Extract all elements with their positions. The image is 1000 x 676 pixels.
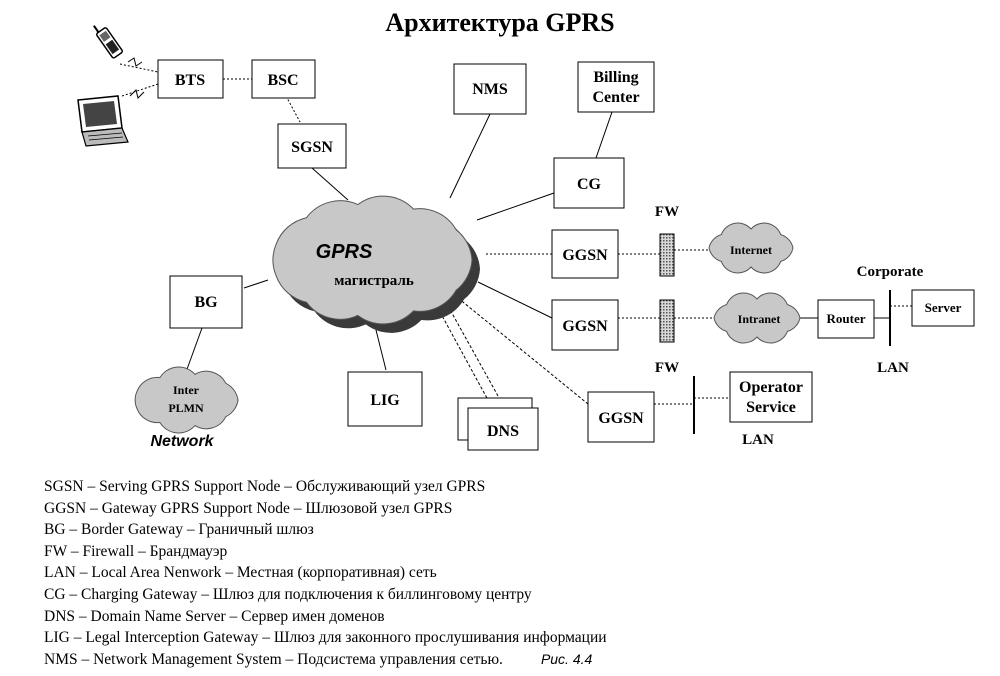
corporate-lan-label: LAN	[877, 360, 909, 376]
operator-label-line1: Operator	[739, 379, 803, 396]
legend-item-lig: LIG – Legal Interception Gateway – Шлюз …	[44, 629, 607, 647]
plmn-label-line3: Network	[150, 433, 214, 450]
bg-label: BG	[194, 294, 218, 311]
node-labels: BTS BSC SGSN NMS Billing Center CG GGSN …	[175, 69, 962, 440]
sgsn-label: SGSN	[291, 139, 333, 156]
dns-box	[467, 407, 539, 451]
billing-label-line1: Billing	[593, 69, 638, 86]
link-bsc-sgsn	[285, 95, 301, 123]
legend-item-fw: FW – Firewall – Брандмауэр	[44, 542, 228, 560]
page-title: Архитектура GPRS	[385, 8, 615, 37]
bg-box	[169, 275, 243, 329]
link-cg-backbone	[476, 192, 555, 221]
link-backbone-lig	[375, 329, 387, 371]
link-billing-cg	[595, 111, 613, 159]
legend-item-nms: NMS – Network Management System – Подсис…	[44, 649, 984, 671]
backbone-label-line2: магистраль	[334, 273, 414, 289]
connections	[119, 63, 912, 405]
operator-service-box	[729, 371, 813, 423]
billing-center-box	[577, 61, 655, 113]
firewall-top-icon	[659, 233, 675, 277]
plmn-label-line2: PLMN	[168, 401, 204, 415]
nodes	[157, 59, 975, 451]
cg-box	[553, 157, 625, 209]
legend-item-lan: LAN – Local Area Nenwork – Местная (корп…	[44, 564, 437, 582]
clouds	[134, 195, 801, 434]
wireless-laptop-bts	[121, 83, 159, 97]
lig-label: LIG	[370, 392, 400, 409]
router-box	[817, 299, 875, 339]
nms-box	[453, 63, 527, 115]
wireless-signal-icons	[127, 57, 145, 99]
lig-box	[347, 371, 423, 427]
bsc-label: BSC	[267, 72, 298, 89]
server-box	[911, 289, 975, 327]
link-ggsn2-backbone	[477, 281, 553, 319]
wireless-phone-bts	[119, 63, 159, 73]
legend-item-sgsn: SGSN – Serving GPRS Support Node – Обслу…	[44, 478, 486, 495]
firewall-bottom-icon	[659, 299, 675, 343]
ggsn-2-label: GGSN	[562, 318, 608, 335]
billing-label-line2: Center	[592, 89, 639, 106]
link-nms-backbone	[449, 113, 491, 199]
operator-label-line2: Service	[746, 399, 796, 416]
bsc-box	[251, 59, 316, 99]
plmn-label-line1: Inter	[173, 383, 200, 397]
link-backbone-bg	[243, 279, 269, 289]
ggsn-2-box	[551, 299, 619, 351]
misc-labels: FW FW Corporate LAN LAN	[655, 204, 924, 448]
nms-label: NMS	[472, 81, 508, 98]
inter-plmn-cloud	[134, 366, 239, 434]
server-label: Server	[925, 300, 962, 315]
legend-item-bg: BG – Border Gateway – Граничный шлюз	[44, 521, 314, 539]
legend-item-dns: DNS – Domain Name Server – Сервер имен д…	[44, 607, 385, 625]
cg-label: CG	[577, 176, 602, 193]
internet-cloud	[708, 222, 794, 274]
link-bg-plmn	[185, 327, 203, 373]
link-backbone-dns-a	[447, 305, 499, 397]
cloud-labels: GPRS магистраль Internet Intranet Inter …	[150, 241, 780, 450]
fw-top-label: FW	[655, 204, 679, 220]
bts-box	[157, 59, 224, 99]
laptop-icon	[77, 95, 129, 147]
link-sgsn-backbone	[311, 167, 349, 201]
legend: SGSN – Serving GPRS Support Node – Обслу…	[44, 476, 984, 670]
legend-item-cg: CG – Charging Gateway – Шлюз для подключ…	[44, 585, 532, 603]
ggsn-1-box	[551, 229, 619, 279]
intranet-cloud	[713, 292, 801, 344]
legend-item-nms-text: NMS – Network Management System – Подсис…	[44, 650, 503, 668]
corporate-label: Corporate	[857, 264, 924, 280]
gprs-backbone-cloud	[272, 195, 473, 325]
internet-label: Internet	[730, 243, 772, 257]
dns-label: DNS	[487, 423, 519, 440]
ggsn-1-label: GGSN	[562, 247, 608, 264]
link-backbone-dns-b	[439, 311, 489, 401]
link-backbone-ggsn3	[457, 297, 589, 405]
mobile-phone-icon	[93, 25, 124, 59]
sgsn-box	[277, 123, 347, 169]
backbone-label-line1: GPRS	[316, 241, 373, 263]
ggsn-3-label: GGSN	[598, 410, 644, 427]
router-label: Router	[827, 311, 866, 326]
figure-caption: Рис. 4.4	[540, 650, 593, 667]
legend-item-ggsn: GGSN – Gateway GPRS Support Node – Шлюзо…	[44, 499, 453, 517]
ggsn-3-box	[587, 391, 655, 443]
operator-lan-label: LAN	[742, 432, 774, 448]
fw-bottom-label: FW	[655, 360, 679, 376]
bts-label: BTS	[175, 72, 205, 89]
intranet-label: Intranet	[738, 312, 781, 326]
